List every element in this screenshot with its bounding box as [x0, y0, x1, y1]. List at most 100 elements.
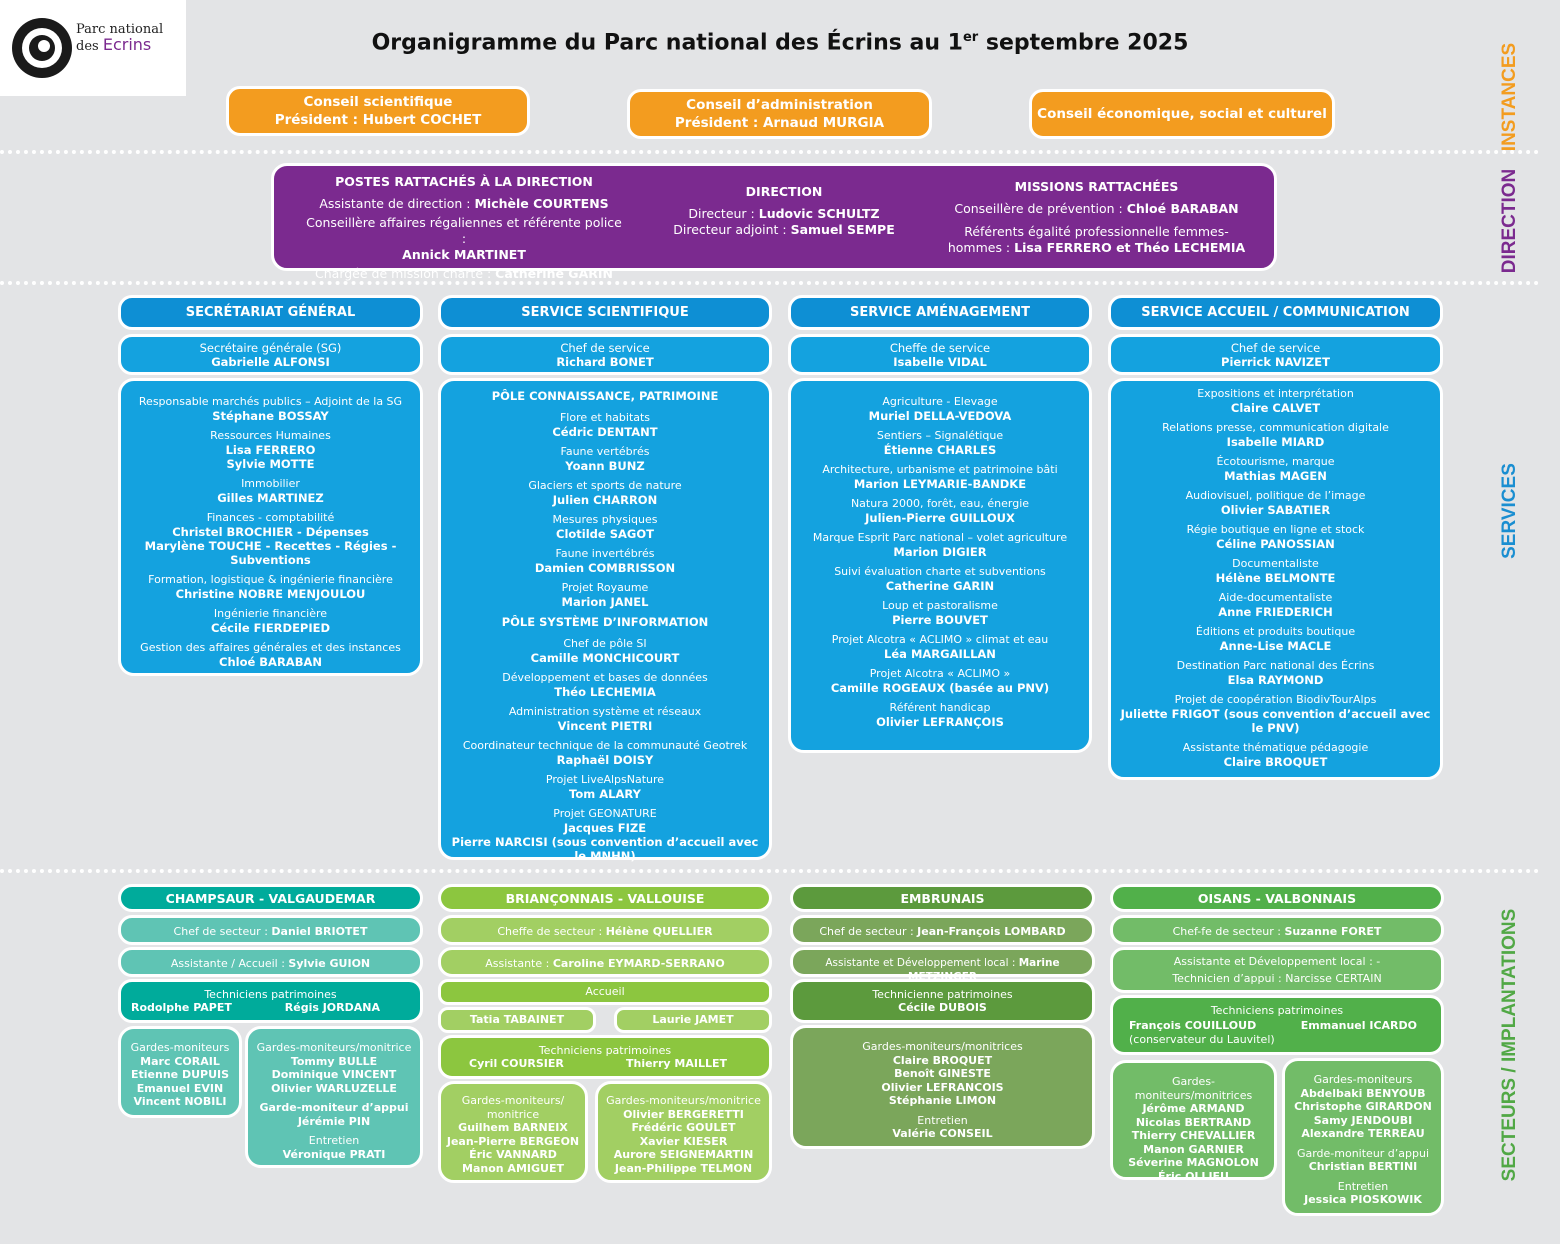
secteur-champsaur-title: CHAMPSAUR - VALGAUDEMAR	[118, 884, 423, 912]
service-item-role: Aide-documentaliste	[1218, 591, 1333, 604]
service-item-name: Damien COMBRISSON	[534, 561, 676, 575]
garde-name: Christophe GIRARDON	[1294, 1100, 1432, 1113]
service-item-role: Chef de pôle SI	[563, 637, 647, 650]
service-item-role: Coordinateur technique de la communauté …	[462, 739, 748, 752]
garde-role: Entretien	[1337, 1179, 1389, 1193]
service-item-role: Écotourisme, marque	[1216, 455, 1335, 468]
garde-name: Olivier WARLUZELLE	[271, 1081, 397, 1095]
garde-name: Abdelbaki BENYOUB	[1300, 1086, 1426, 1100]
service-chef: Secrétaire générale (SG)Gabrielle ALFONS…	[118, 334, 423, 375]
role: Techniciens patrimoines	[538, 1043, 672, 1057]
garde-name: Jérémie PIN	[297, 1114, 371, 1128]
garde-name: Benoît GINESTE	[894, 1067, 991, 1080]
service-item-name: Christel BROCHIER - Dépenses	[172, 525, 369, 539]
service-item-name: Isabelle MIARD	[1226, 435, 1325, 449]
postes-rattaches: POSTES RATTACHÉS À LA DIRECTION Assistan…	[304, 174, 624, 282]
service-item-name: Marion LEYMARIE-BANDKE	[853, 477, 1027, 491]
service-item-name: Théo LECHEMIA	[554, 685, 656, 699]
missions-name: Chloé BARABAN	[1126, 201, 1239, 216]
service-item-name: Marion JANEL	[561, 595, 649, 609]
service-item-name: Camille ROGEAUX (basée au PNV)	[830, 681, 1050, 695]
postes-role: Assistante de direction :	[319, 196, 475, 211]
logo: Parc national des Ecrins	[0, 0, 186, 96]
service-item-role: Formation, logistique & ingénierie finan…	[148, 573, 393, 586]
logo-text: Parc national des Ecrins	[76, 22, 163, 54]
garde-name: Vincent NOBILI	[133, 1095, 227, 1108]
postes-name: Annick MARTINET	[402, 247, 526, 262]
garde-role: Entretien	[917, 1113, 968, 1127]
service-item-name: Juliette FRIGOT (sous convention d’accue…	[1120, 707, 1431, 735]
garde-name: Jean-Pierre BERGEON	[446, 1134, 580, 1148]
role: Techniciens patrimoines	[1210, 1003, 1344, 1017]
service-chef-name: Pierrick NAVIZET	[1221, 354, 1330, 369]
embrunais-chef: Chef de secteur : Jean-François LOMBARD	[790, 915, 1095, 945]
service-item-role: Projet GEONATURE	[553, 807, 657, 820]
name: Thierry MAILLET	[625, 1057, 727, 1070]
service-title: SECRÉTARIAT GÉNÉRAL	[118, 295, 423, 330]
direction-column: DIRECTION Directeur : Ludovic SCHULTZ Di…	[654, 184, 914, 238]
garde-name: Christian BERTINI	[1308, 1160, 1418, 1173]
side-label-instances: INSTANCES	[1499, 42, 1520, 152]
garde-name: Stéphanie LIMON	[888, 1094, 997, 1107]
direction-title: DIRECTION	[745, 184, 823, 199]
missions-title: MISSIONS RATTACHÉES	[1014, 179, 1179, 194]
service-item-role: Régie boutique en ligne et stock	[1186, 523, 1365, 536]
garde-name: Emanuel EVIN	[136, 1081, 224, 1095]
service-item-name: Léa MARGAILLAN	[884, 647, 996, 661]
name: François COUILLOUD	[1129, 1019, 1257, 1033]
role: Assistante :	[485, 957, 553, 970]
service-item-role: Projet Royaume	[561, 581, 649, 594]
service-item-name: Cédric DENTANT	[552, 425, 658, 439]
instance-president: Président : Arnaud MURGIA	[674, 115, 885, 131]
role: Chef-fe de secteur :	[1172, 925, 1285, 938]
service-item-name: Anne-Lise MACLE	[1219, 639, 1332, 653]
side-label-secteurs: SECTEURS / IMPLANTATIONS	[1499, 908, 1520, 1182]
missions-role: Référents égalité professionnelle femmes…	[964, 224, 1229, 239]
service-item-role: Faune vertébrés	[560, 445, 650, 458]
garde-role: Gardes-moniteurs/monitrices	[862, 1040, 1023, 1053]
garde-name: Véronique PRATI	[282, 1147, 386, 1161]
garde-name: Garde-moniteur d’appui	[259, 1101, 409, 1114]
service-item-name: Céline PANOSSIAN	[1216, 537, 1335, 551]
role: Chef de secteur :	[173, 925, 272, 938]
direction-role: Directeur :	[688, 206, 759, 221]
garde-name: Dominique VINCENT	[271, 1068, 397, 1081]
name: Sylvie GUION	[288, 957, 371, 970]
name: Daniel BRIOTET	[271, 925, 368, 938]
instance-president: Président : Hubert COCHET	[274, 112, 482, 128]
brianconnais-chef: Cheffe de secteur : Hélène QUELLIER	[438, 915, 772, 945]
service-item-name: Marylène TOUCHE - Recettes - Régies - Su…	[144, 539, 397, 567]
service-chef-name: Richard BONET	[556, 354, 654, 369]
role: Assistante / Accueil :	[170, 957, 289, 970]
separator	[0, 150, 1540, 154]
garde-name: Séverine MAGNOLON	[1128, 1156, 1259, 1169]
brianconnais-accueil-a: Tatia TABAINET	[438, 1007, 596, 1033]
garde-name: Thierry CHEVALLIER	[1131, 1129, 1256, 1142]
oisans-chef: Chef-fe de secteur : Suzanne FORET	[1110, 915, 1444, 945]
service-item-role: Finances - comptabilité	[206, 511, 335, 524]
service-item-role: Éditions et produits boutique	[1195, 625, 1356, 638]
postes-title: POSTES RATTACHÉS À LA DIRECTION	[335, 174, 593, 189]
service-item-role: Ingénierie financière	[213, 607, 328, 620]
role: Techniciens patrimoines	[204, 987, 337, 1001]
service-item-name: Elsa RAYMOND	[1227, 673, 1324, 687]
service-item-name: Chloé BARABAN	[219, 655, 322, 669]
